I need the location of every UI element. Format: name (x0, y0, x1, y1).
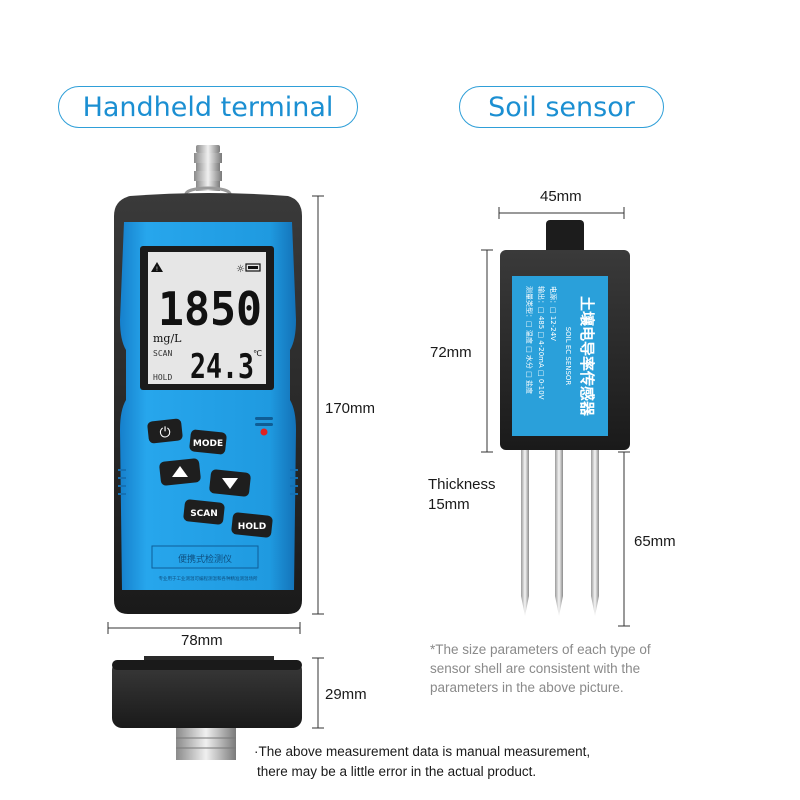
lcd-unit: mg/L (153, 332, 182, 345)
handheld-width-label: 78mm (181, 632, 223, 649)
scan-button[interactable]: SCAN (183, 499, 225, 525)
handheld-terminal-title-text: Handheld terminal (82, 91, 334, 123)
sensor-thickness-label: Thickness (428, 476, 496, 493)
down-arrow-button[interactable] (209, 469, 251, 497)
sensor-probes (521, 450, 599, 616)
up-arrow-button[interactable] (159, 458, 201, 486)
handheld-terminal-title: Handheld terminal (58, 86, 358, 128)
handheld-height-label: 170mm (325, 400, 376, 417)
device-panel-label: 便携式检测仪 专业用于工业测温可编程测温和各种精准测温场所 (151, 545, 259, 582)
lcd-secondary-value: 24.3 (190, 347, 254, 387)
down-arrow-icon (222, 478, 238, 489)
height-dimension-line (312, 195, 324, 615)
sensor-label-line2: 输出：□ 485 □ 4-20mA □ 0-10V (537, 286, 546, 400)
sensor-label-line3: 测量类型：□ 温度 □ 水分 □ 盐度 (525, 286, 534, 394)
sensor-label-title: 土壤电导率传感器 (578, 296, 596, 417)
soil-sensor-title-text: Soil sensor (488, 91, 635, 123)
measurement-note-line1: ·The above measurement data is manual me… (254, 744, 591, 759)
lcd-scan-indicator: SCAN (153, 349, 172, 358)
sensor-height-dimension-line (481, 249, 493, 453)
soil-sensor: 土壤电导率传感器 SOIL EC SENSOR 电源：□ 12-24V 输出：□… (500, 220, 630, 616)
lcd-display: ! ☼ 1850 mg/L SCAN HOLD 24.3 ℃ (151, 262, 262, 387)
svg-text:SCAN: SCAN (190, 509, 218, 519)
sensor-width-dimension-line (498, 207, 625, 219)
sensor-size-note: *The size parameters of each type of sen… (430, 642, 651, 695)
probe-length-label: 65mm (634, 533, 676, 550)
sensor-thickness-value: 15mm (428, 496, 470, 513)
handheld-bottom-view (112, 656, 302, 760)
lcd-main-value: 1850 (158, 282, 262, 336)
sensor-label-line1: 电源：□ 12-24V (549, 286, 558, 341)
measurement-note-line2: there may be a little error in the actua… (257, 764, 537, 779)
svg-text:☼: ☼ (236, 264, 245, 275)
svg-text:⏻: ⏻ (159, 425, 170, 441)
soil-sensor-title: Soil sensor (459, 86, 664, 128)
svg-text:MODE: MODE (193, 439, 223, 449)
speaker-slot (255, 417, 273, 420)
lcd-hold-indicator: HOLD (153, 373, 172, 382)
sensor-label-subtitle: SOIL EC SENSOR (564, 327, 572, 386)
svg-text:!: ! (156, 266, 158, 273)
probe-length-dimension-line (618, 451, 630, 627)
svg-text:专业用于工业测温可编程测温和各种精准测温场所: 专业用于工业测温可编程测温和各种精准测温场所 (159, 575, 258, 582)
speaker-slot-2 (255, 423, 273, 426)
top-connector (184, 145, 232, 202)
handheld-depth-label: 29mm (325, 686, 367, 703)
mode-button[interactable]: MODE (189, 429, 227, 455)
svg-text:便携式检测仪: 便携式检测仪 (178, 553, 232, 565)
lcd-temp-unit: ℃ (253, 349, 262, 358)
power-button[interactable]: ⏻ (147, 418, 183, 444)
sensor-height-label: 72mm (430, 344, 472, 361)
handheld-device (114, 193, 302, 614)
depth-dimension-line (312, 657, 324, 729)
hold-button[interactable]: HOLD (231, 512, 273, 538)
up-arrow-icon (172, 466, 188, 477)
width-dimension-line (107, 622, 301, 634)
sensor-width-label: 45mm (540, 188, 582, 205)
status-led (260, 428, 268, 436)
svg-text:HOLD: HOLD (238, 522, 266, 532)
